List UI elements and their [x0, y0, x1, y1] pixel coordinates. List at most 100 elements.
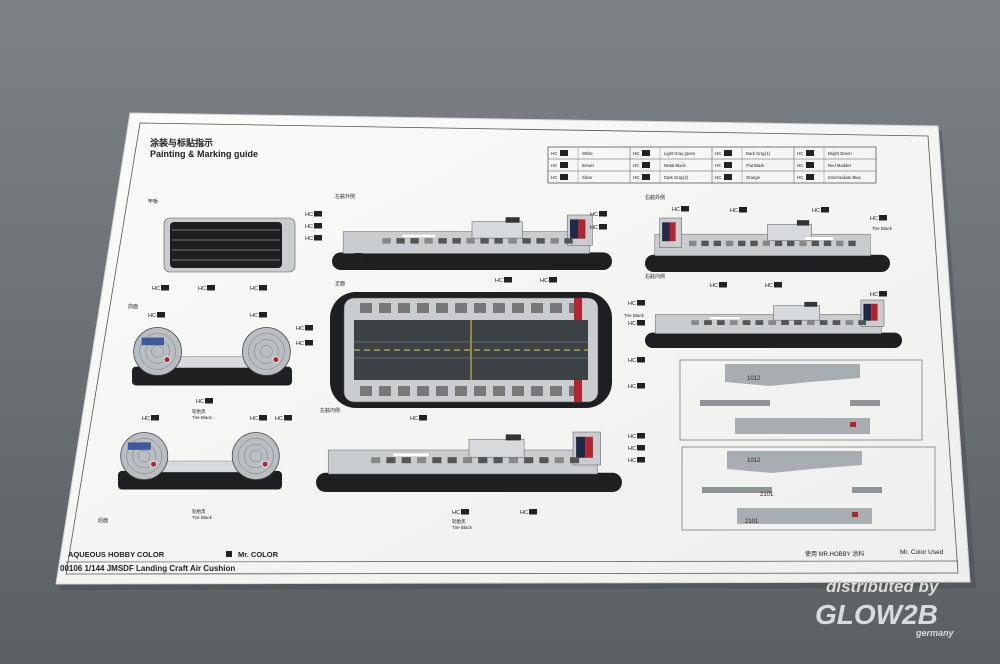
- paint-callout: HC: [672, 206, 689, 213]
- color-code-box: [642, 150, 650, 156]
- section-front: 前面: [128, 303, 138, 310]
- paint-callout: HC: [628, 445, 645, 452]
- color-code-box: [724, 174, 732, 180]
- color-name: Flat Black: [746, 163, 765, 168]
- color-name: Light Gray green: [664, 151, 696, 156]
- tire-black-1: Tire Black: [192, 415, 213, 420]
- paint-callout-prefix: HC: [250, 416, 258, 422]
- paint-callout: HC: [628, 457, 645, 464]
- paint-code-box: [305, 340, 313, 346]
- paint-callout-prefix: HC: [452, 510, 460, 516]
- paint-callout-prefix: HC: [672, 207, 680, 213]
- color-code-prefix: HC: [551, 151, 558, 156]
- color-code-box: [642, 162, 650, 168]
- color-name: Dark Gray(2): [664, 175, 689, 180]
- paint-code-box: [504, 277, 512, 283]
- paint-callout-prefix: HC: [296, 341, 304, 347]
- section-side-bottom: 左舷内侧: [320, 407, 340, 414]
- paint-callout-prefix: HC: [520, 510, 528, 516]
- paint-callout: HC: [345, 253, 362, 260]
- paint-callout-prefix: HC: [628, 446, 636, 452]
- color-code-box: [806, 150, 814, 156]
- color-cell: [793, 170, 877, 184]
- paint-code-box: [637, 300, 645, 306]
- paint-code-box: [157, 312, 165, 318]
- paint-callout-prefix: HC: [628, 434, 636, 440]
- paint-code-box: [419, 415, 427, 421]
- paint-callout: HC: [540, 277, 557, 284]
- paint-callout-prefix: HC: [628, 321, 636, 327]
- left-side-view: [332, 214, 612, 270]
- paint-callout: HC: [196, 398, 213, 405]
- watermark-brand: GLOW2B: [815, 599, 938, 630]
- tire-black-cn-2: 轮胎黑: [192, 508, 206, 515]
- color-code-prefix: HC: [797, 175, 804, 180]
- paint-code-box: [821, 207, 829, 213]
- color-name: Silver: [582, 175, 593, 180]
- footer-used-en: Mr. Color Used: [900, 549, 944, 556]
- watermark-distributed: distributed by: [826, 577, 940, 596]
- color-code-box: [806, 174, 814, 180]
- paint-code-box: [681, 206, 689, 212]
- color-code-prefix: HC: [633, 163, 640, 168]
- paint-code-box: [637, 383, 645, 389]
- color-code-box: [642, 174, 650, 180]
- mr-color-box-icon: [226, 551, 232, 557]
- paint-callout-prefix: HC: [250, 286, 258, 292]
- paint-code-box: [637, 357, 645, 363]
- paint-code-box: [529, 509, 537, 515]
- tire-black-3: Tire Black: [452, 525, 473, 530]
- paint-callout-prefix: HC: [870, 216, 878, 222]
- paint-callout: HC: [148, 312, 165, 319]
- paint-callout: HC: [812, 207, 829, 214]
- color-code-prefix: HC: [797, 151, 804, 156]
- paint-callout: HC: [250, 415, 267, 422]
- decal-panel-1: [679, 359, 923, 441]
- paint-callout-prefix: HC: [710, 283, 718, 289]
- paint-callout: HC: [305, 211, 322, 218]
- paint-callout: HC: [590, 224, 607, 231]
- paint-callout-prefix: HC: [590, 212, 598, 218]
- watermark-country: germany: [915, 628, 955, 638]
- tire-black-cn-3: 轮胎黑: [452, 518, 466, 525]
- bottom-side-view: [316, 431, 622, 492]
- paint-callout: HC: [198, 285, 215, 292]
- decal-number-3: 2101: [760, 492, 774, 498]
- sheet-border: [65, 122, 959, 575]
- paint-callout-prefix: HC: [296, 326, 304, 332]
- title-en: Painting & Marking guide: [150, 149, 258, 159]
- paint-callout: HC: [628, 320, 645, 327]
- paint-callout: HC: [495, 277, 512, 284]
- paint-code-box: [879, 291, 887, 297]
- paint-callout: HC: [142, 415, 159, 422]
- paint-callout-prefix: HC: [305, 236, 313, 242]
- paint-callout-prefix: HC: [152, 286, 160, 292]
- rear-view: [118, 432, 282, 490]
- color-code-box: [560, 150, 568, 156]
- color-name: Intermediate Blue: [828, 175, 861, 180]
- paint-callout-prefix: HC: [628, 358, 636, 364]
- paint-callout: HC: [250, 285, 267, 292]
- tire-black-5: Tire Black: [624, 313, 645, 318]
- title-cn: 涂装与标贴指示: [150, 137, 213, 148]
- paint-callout: HC: [870, 215, 887, 222]
- paint-code-box: [161, 285, 169, 291]
- color-name: Orange: [746, 175, 761, 180]
- paint-callout-prefix: HC: [540, 278, 548, 284]
- paint-callout-prefix: HC: [250, 313, 258, 319]
- paint-code-box: [151, 415, 159, 421]
- paint-callout-prefix: HC: [275, 416, 283, 422]
- product-title: 00106 1/144 JMSDF Landing Craft Air Cush…: [60, 564, 235, 573]
- paint-callout-prefix: HC: [812, 208, 820, 214]
- color-code-box: [560, 162, 568, 168]
- section-rear: 后面: [98, 517, 108, 524]
- right-inner-side-view: [645, 299, 902, 348]
- drawings: HC HC HC HC HC HC HC HC HC HC HC HC HC HC HC HC HC HC HC HC…: [118, 206, 936, 531]
- footer-mr-color: Mr. COLOR: [238, 550, 279, 559]
- paint-code-box: [739, 207, 747, 213]
- paint-callout: HC: [296, 325, 313, 332]
- paint-code-box: [774, 282, 782, 288]
- paint-callout: HC: [452, 509, 469, 516]
- color-name: Dark Gray(1): [746, 151, 771, 156]
